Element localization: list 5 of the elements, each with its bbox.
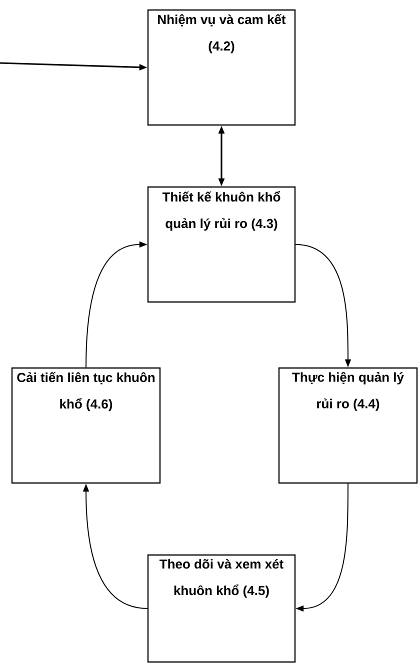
- process-box: Nhiệm vụ và cam kết (4.2): [147, 9, 296, 126]
- process-box: Thiết kế khuôn khổ quản lý rủi ro (4.3): [147, 186, 296, 303]
- process-box: Thực hiện quản lý rủi ro (4.4): [278, 367, 418, 484]
- process-box: Theo dõi và xem xét khuôn khổ (4.5): [147, 554, 296, 663]
- process-box: Cải tiến liên tục khuôn khổ (4.6): [11, 367, 161, 484]
